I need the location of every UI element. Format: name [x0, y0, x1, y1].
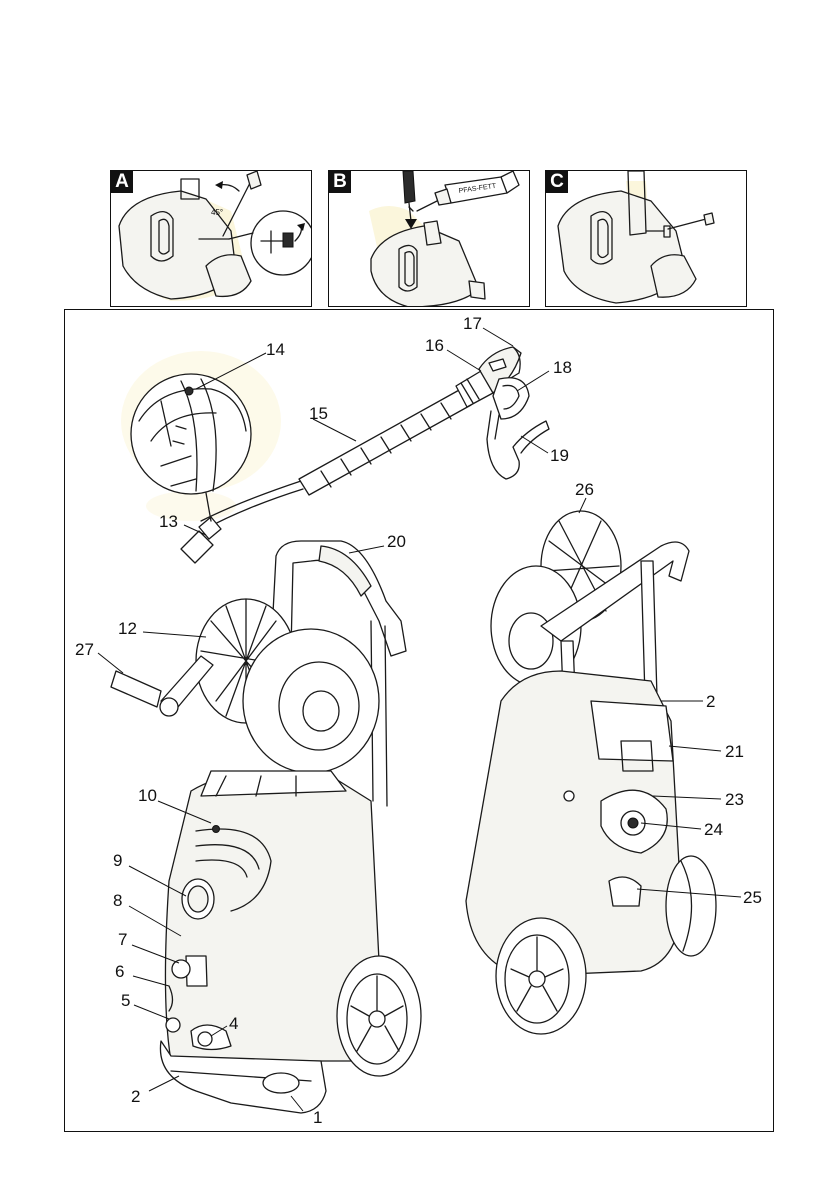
panel-letter-a: A — [111, 171, 133, 193]
panel-letter-c: C — [546, 171, 568, 193]
callout-5: 5 — [121, 991, 130, 1010]
callout-7: 7 — [118, 930, 127, 949]
callout-1: 1 — [313, 1108, 322, 1127]
pressure-washer-rear-view — [465, 510, 717, 1035]
magnifier-detail — [130, 373, 252, 495]
callout-21: 21 — [725, 742, 744, 761]
callout-17: 17 — [463, 314, 482, 333]
callout-16: 16 — [425, 336, 444, 355]
callout-8: 8 — [113, 891, 122, 910]
callout-15: 15 — [309, 404, 328, 423]
callout-18: 18 — [553, 358, 572, 377]
angle-label: 45° — [211, 208, 223, 217]
callout-12: 12 — [118, 619, 137, 638]
panel-a: A 45° — [110, 170, 312, 307]
callout-labels: 1 2 4 5 6 7 8 9 10 12 13 14 15 16 17 18 … — [75, 314, 762, 1127]
spray-gun-assembly — [180, 346, 550, 564]
panel-b-illustration: PFAS-FETT — [369, 171, 520, 306]
callout-10: 10 — [138, 786, 157, 805]
callout-2-front: 2 — [131, 1087, 140, 1106]
panel-c: C — [545, 170, 747, 307]
callout-13: 13 — [159, 512, 178, 531]
callout-25: 25 — [743, 888, 762, 907]
callout-4: 4 — [229, 1014, 238, 1033]
leader-lines — [97, 327, 742, 1112]
callout-24: 24 — [704, 820, 723, 839]
callout-20: 20 — [387, 532, 406, 551]
main-figure-illustration: 1 2 4 5 6 7 8 9 10 12 13 14 15 16 17 18 … — [75, 314, 762, 1127]
callout-26: 26 — [575, 480, 594, 499]
callout-9: 9 — [113, 851, 122, 870]
callout-14: 14 — [266, 340, 285, 359]
panel-c-illustration — [557, 171, 715, 304]
pressure-washer-front-view — [110, 540, 422, 1114]
panel-letter-b: B — [329, 171, 351, 193]
callout-2-rear: 2 — [706, 692, 715, 711]
main-figure-frame: 1 2 4 5 6 7 8 9 10 12 13 14 15 16 17 18 … — [64, 309, 774, 1132]
callout-23: 23 — [725, 790, 744, 809]
panel-a-illustration: 45° — [118, 171, 311, 301]
callout-27: 27 — [75, 640, 94, 659]
callout-19: 19 — [550, 446, 569, 465]
callout-6: 6 — [115, 962, 124, 981]
panel-b: B PFAS-FETT — [328, 170, 530, 307]
